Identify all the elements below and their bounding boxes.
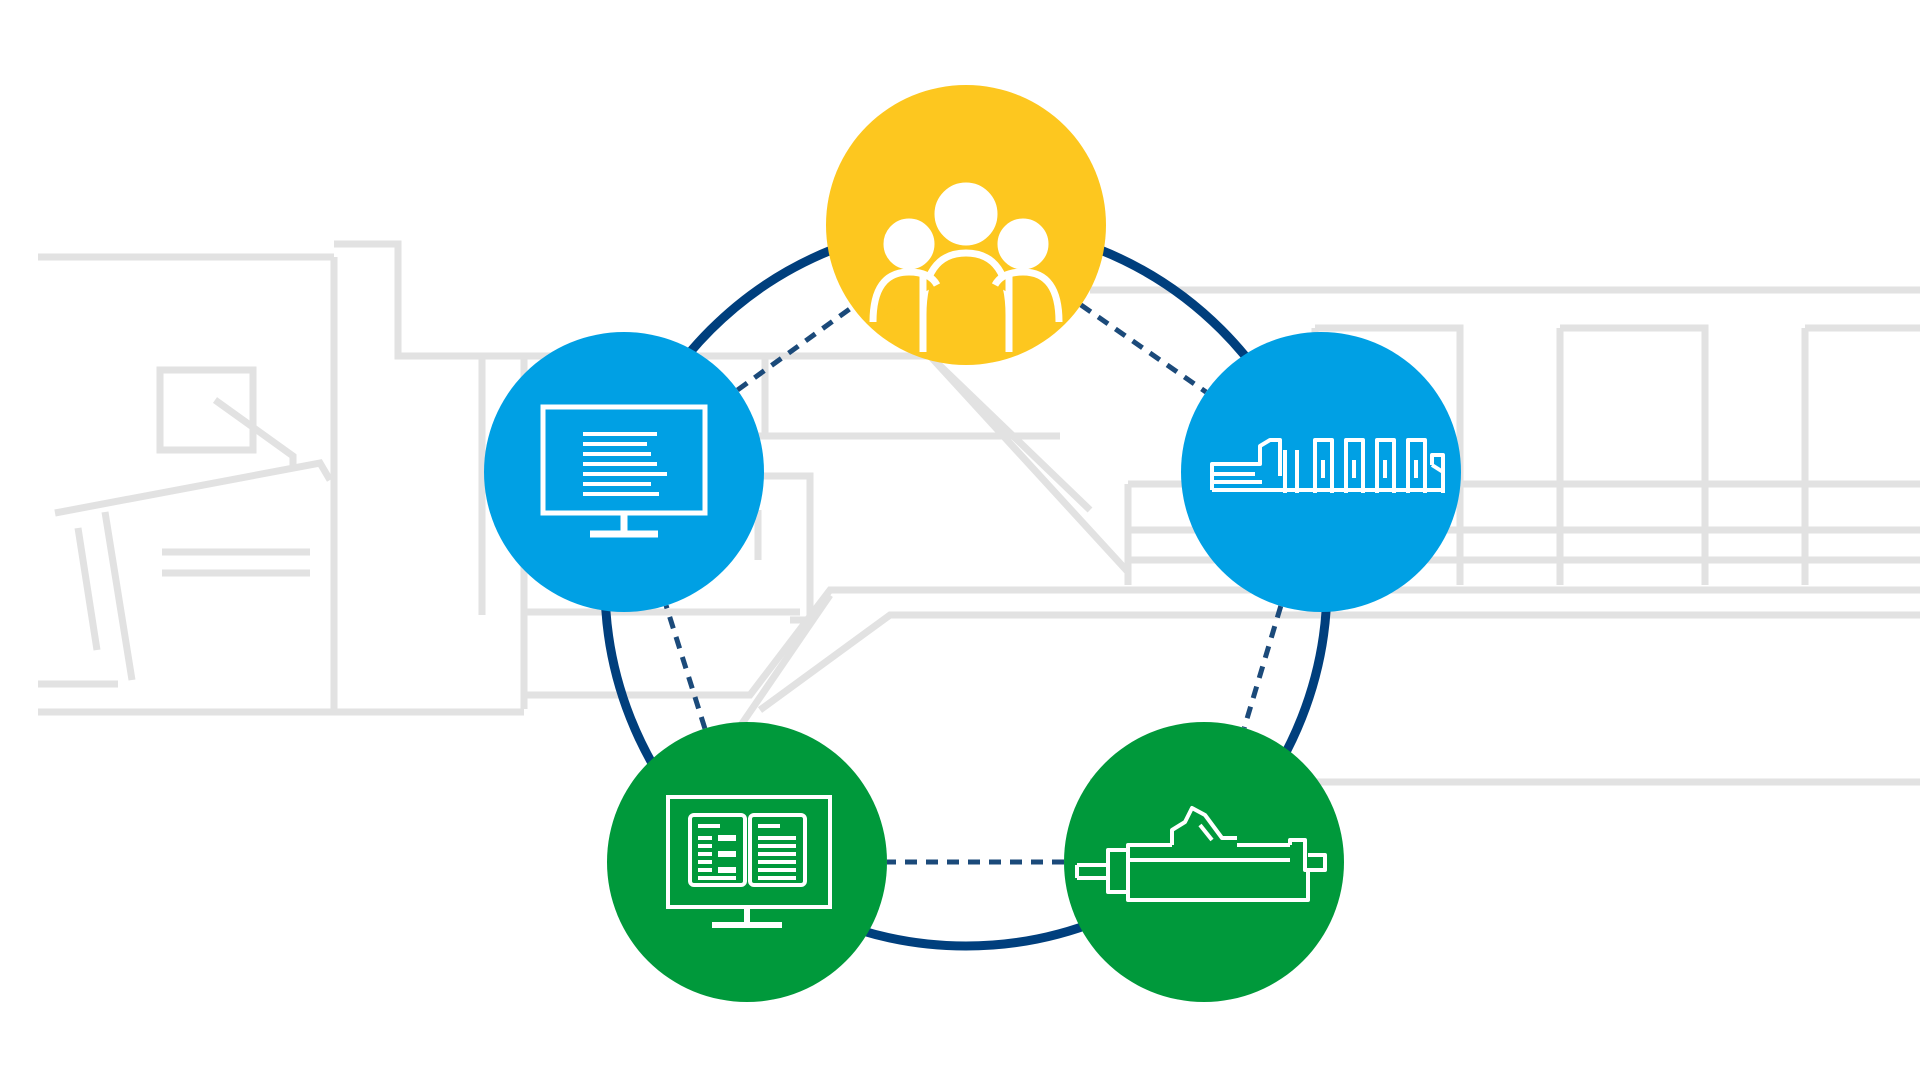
printing-press-icon	[1210, 438, 1445, 493]
connector-software-prepress	[663, 604, 708, 730]
prepress-document-monitor-icon	[540, 404, 708, 538]
people-group-icon	[869, 182, 1063, 352]
node-press	[1181, 332, 1461, 612]
software-dashboard-monitor-icon	[666, 795, 832, 928]
node-finishing	[1064, 722, 1344, 1002]
connector-people-press	[1079, 302, 1208, 395]
connector-press-finishing	[1241, 605, 1284, 729]
connector-prepress-people	[736, 304, 854, 393]
node-people	[826, 85, 1106, 365]
node-software	[607, 722, 887, 1002]
finishing-machine-icon	[1075, 806, 1327, 902]
connector-lines	[663, 302, 1284, 865]
node-prepress	[484, 332, 764, 612]
